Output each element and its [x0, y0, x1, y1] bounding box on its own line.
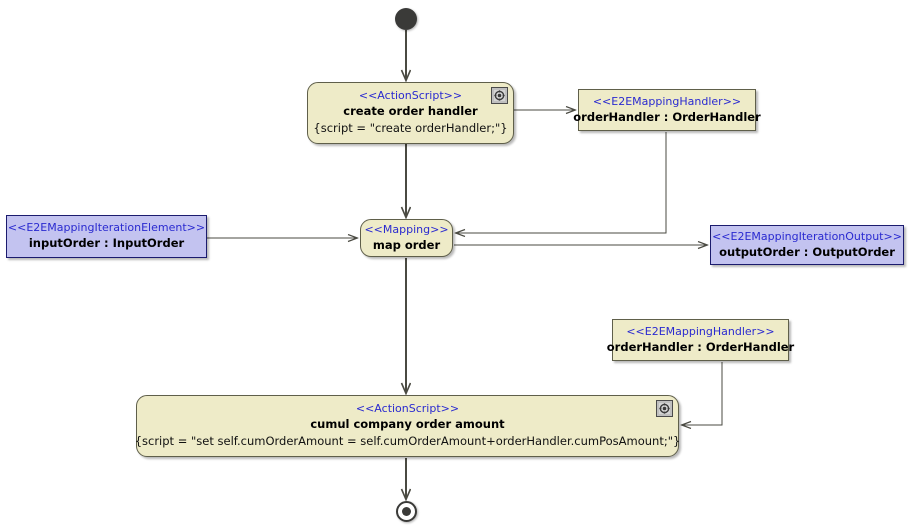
edge-handler1-to-map: [456, 132, 667, 233]
initial-node[interactable]: [395, 8, 417, 30]
gear-icon[interactable]: [491, 87, 508, 104]
node-title: map order: [372, 237, 441, 252]
node-title: outputOrder : OutputOrder: [719, 244, 895, 259]
node-title: cumul company order amount: [310, 417, 505, 432]
object-node-output-order[interactable]: <<E2EMappingIterationOutput>> outputOrde…: [710, 225, 904, 265]
stereotype-label: <<ActionScript>>: [358, 89, 463, 103]
stereotype-label: <<E2EMappingIterationElement>>: [7, 221, 206, 235]
node-script-body: {script = "set self.cumOrderAmount = sel…: [134, 433, 681, 448]
final-node[interactable]: [396, 501, 417, 522]
node-title: create order handler: [343, 104, 478, 119]
activity-node-map-order[interactable]: <<Mapping>> map order: [360, 219, 453, 257]
edge-handler2-to-cumul: [682, 362, 723, 425]
stereotype-label: <<ActionScript>>: [355, 402, 460, 416]
stereotype-label: <<Mapping>>: [364, 222, 449, 236]
node-title: orderHandler : OrderHandler: [573, 109, 761, 124]
node-script-body: {script = "create orderHandler;"}: [313, 120, 508, 135]
node-title: orderHandler : OrderHandler: [606, 339, 795, 354]
node-title: inputOrder : InputOrder: [28, 236, 185, 251]
activity-node-create-order-handler[interactable]: <<ActionScript>> create order handler {s…: [307, 82, 514, 144]
gear-icon[interactable]: [656, 400, 673, 417]
stereotype-label: <<E2EMappingIterationOutput>>: [712, 229, 902, 243]
object-node-input-order[interactable]: <<E2EMappingIterationElement>> inputOrde…: [6, 215, 207, 258]
stereotype-label: <<E2EMappingHandler>>: [592, 94, 742, 108]
stereotype-label: <<E2EMappingHandler>>: [626, 324, 775, 338]
activity-node-cumul-company-order-amount[interactable]: <<ActionScript>> cumul company order amo…: [134, 395, 681, 457]
object-node-order-handler-bottom[interactable]: <<E2EMappingHandler>> orderHandler : Ord…: [607, 319, 794, 361]
object-node-order-handler-top[interactable]: <<E2EMappingHandler>> orderHandler : Ord…: [573, 89, 761, 131]
